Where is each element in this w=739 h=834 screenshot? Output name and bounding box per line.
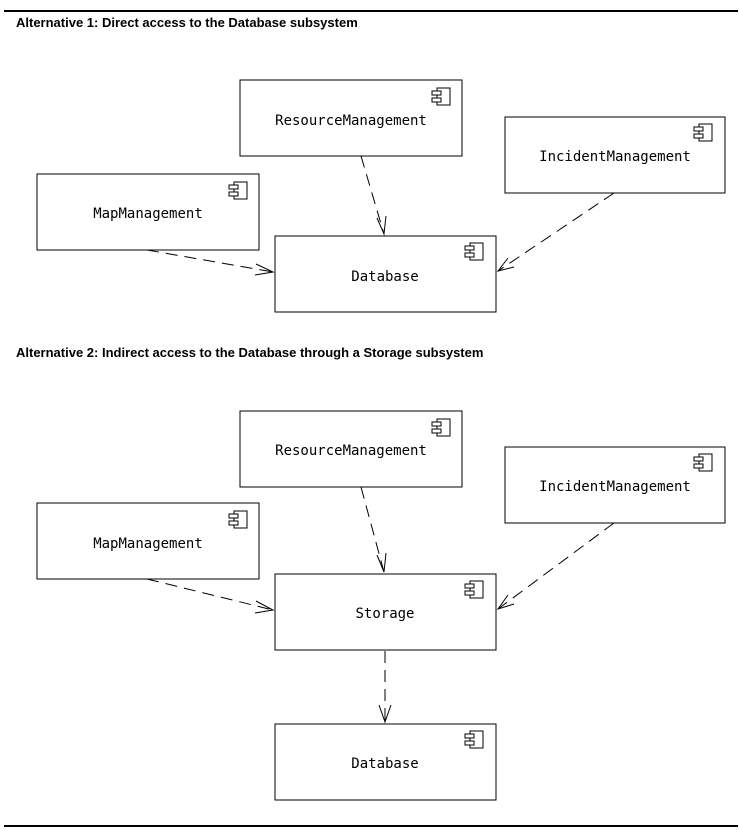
alt2-dep-map-to-storage (146, 578, 275, 614)
alt2-storage-component[interactable]: Storage (274, 573, 497, 651)
alt2-map-management-component[interactable]: MapManagement (36, 502, 260, 580)
alt2-resource-management-component[interactable]: ResourceManagement (239, 410, 463, 488)
alt2-database-component[interactable]: Database (274, 723, 497, 801)
alt1-map-management-component[interactable]: MapManagement (36, 173, 260, 251)
component-label: ResourceManagement (275, 113, 427, 129)
alt1-dep-map-to-database (146, 249, 275, 276)
component-label: Storage (355, 606, 414, 622)
top-rule (4, 10, 738, 12)
alt1-dep-resource-to-database (360, 155, 387, 236)
component-label: Database (351, 756, 418, 772)
alt1-dependencies (146, 155, 615, 276)
component-label: IncidentManagement (539, 149, 691, 165)
alt2-dependencies (146, 486, 615, 724)
alt1-database-component[interactable]: Database (274, 235, 497, 313)
component-label: IncidentManagement (539, 479, 691, 495)
alt2-dep-incident-to-storage (496, 522, 615, 610)
alt1-resource-management-component[interactable]: ResourceManagement (239, 79, 463, 157)
alt2-dep-resource-to-storage (360, 486, 387, 573)
alternative-2-caption: Alternative 2: Indirect access to the Da… (16, 345, 484, 360)
component-label: Database (351, 269, 418, 285)
alt1-incident-management-component[interactable]: IncidentManagement (504, 116, 726, 194)
component-label: ResourceManagement (275, 443, 427, 459)
alt2-dep-storage-to-database (378, 651, 392, 724)
bottom-rule (4, 825, 738, 827)
alt1-dep-incident-to-database (496, 192, 615, 272)
component-label: MapManagement (93, 536, 203, 552)
alternative-1-caption: Alternative 1: Direct access to the Data… (16, 15, 358, 30)
alt2-incident-management-component[interactable]: IncidentManagement (504, 446, 726, 524)
component-label: MapManagement (93, 206, 203, 222)
